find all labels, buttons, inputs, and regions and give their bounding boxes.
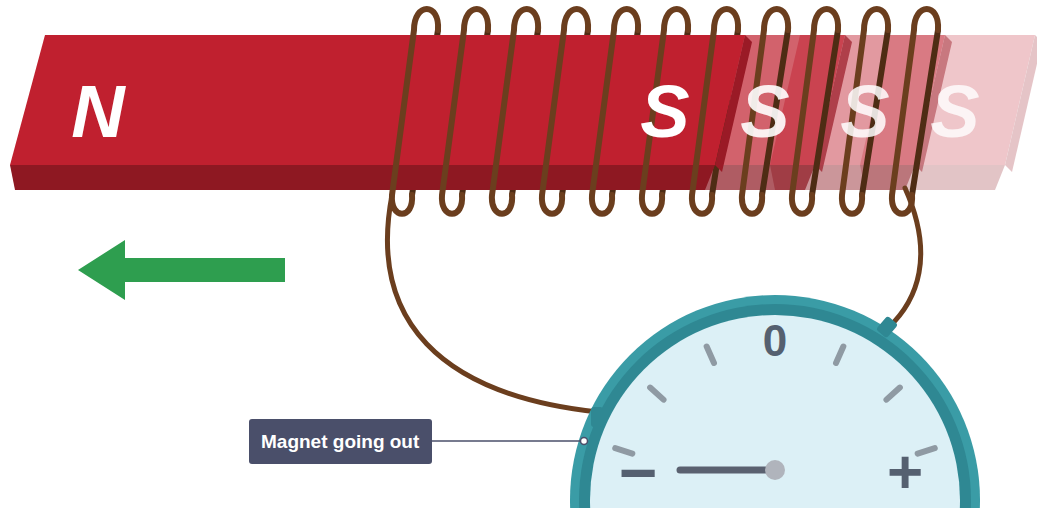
leader-line: [432, 440, 584, 442]
zero-mark: 0: [763, 319, 787, 363]
pole-label: S: [930, 75, 979, 149]
wire-left: [387, 195, 598, 412]
coil-winding: [692, 9, 738, 214]
coil-winding: [592, 9, 638, 214]
tick: [886, 388, 899, 400]
meter-face: [590, 315, 960, 508]
plus-mark: +: [887, 441, 923, 503]
coil-winding: [492, 9, 538, 214]
callout-box: Magnet going out: [249, 419, 432, 464]
pole-label: N: [71, 75, 124, 149]
coil-winding: [792, 9, 838, 214]
bar-magnet: [10, 35, 752, 190]
magnet-face: [10, 35, 745, 165]
terminal-left: [591, 407, 603, 427]
coil-front: [392, 9, 938, 214]
motion-arrow: [78, 240, 285, 300]
galvanometer: [570, 295, 980, 508]
needle: [680, 467, 775, 474]
tick: [707, 347, 714, 363]
meter-ring: [570, 295, 980, 508]
coil-winding: [392, 9, 438, 214]
terminal-right: [876, 316, 898, 339]
meter-ring-inner: [579, 304, 971, 508]
tick: [836, 347, 843, 363]
galvanometer-node: 0 − +: [582, 295, 968, 508]
callout-text: Magnet going out: [261, 432, 420, 451]
coil-winding: [442, 9, 488, 214]
wire-right: [888, 188, 921, 328]
minus-mark: −: [619, 439, 658, 505]
magnet-side: [10, 165, 715, 190]
direction-arrow: [78, 240, 285, 300]
pole-label: S: [740, 75, 789, 149]
coil-winding: [542, 9, 588, 214]
pole-label: S: [840, 75, 889, 149]
pole-label: S: [640, 75, 689, 149]
coil-winding-back: [812, 30, 838, 195]
bar-magnet-node: NS: [10, 35, 745, 190]
needle-pivot: [765, 460, 785, 480]
tick: [650, 388, 663, 400]
